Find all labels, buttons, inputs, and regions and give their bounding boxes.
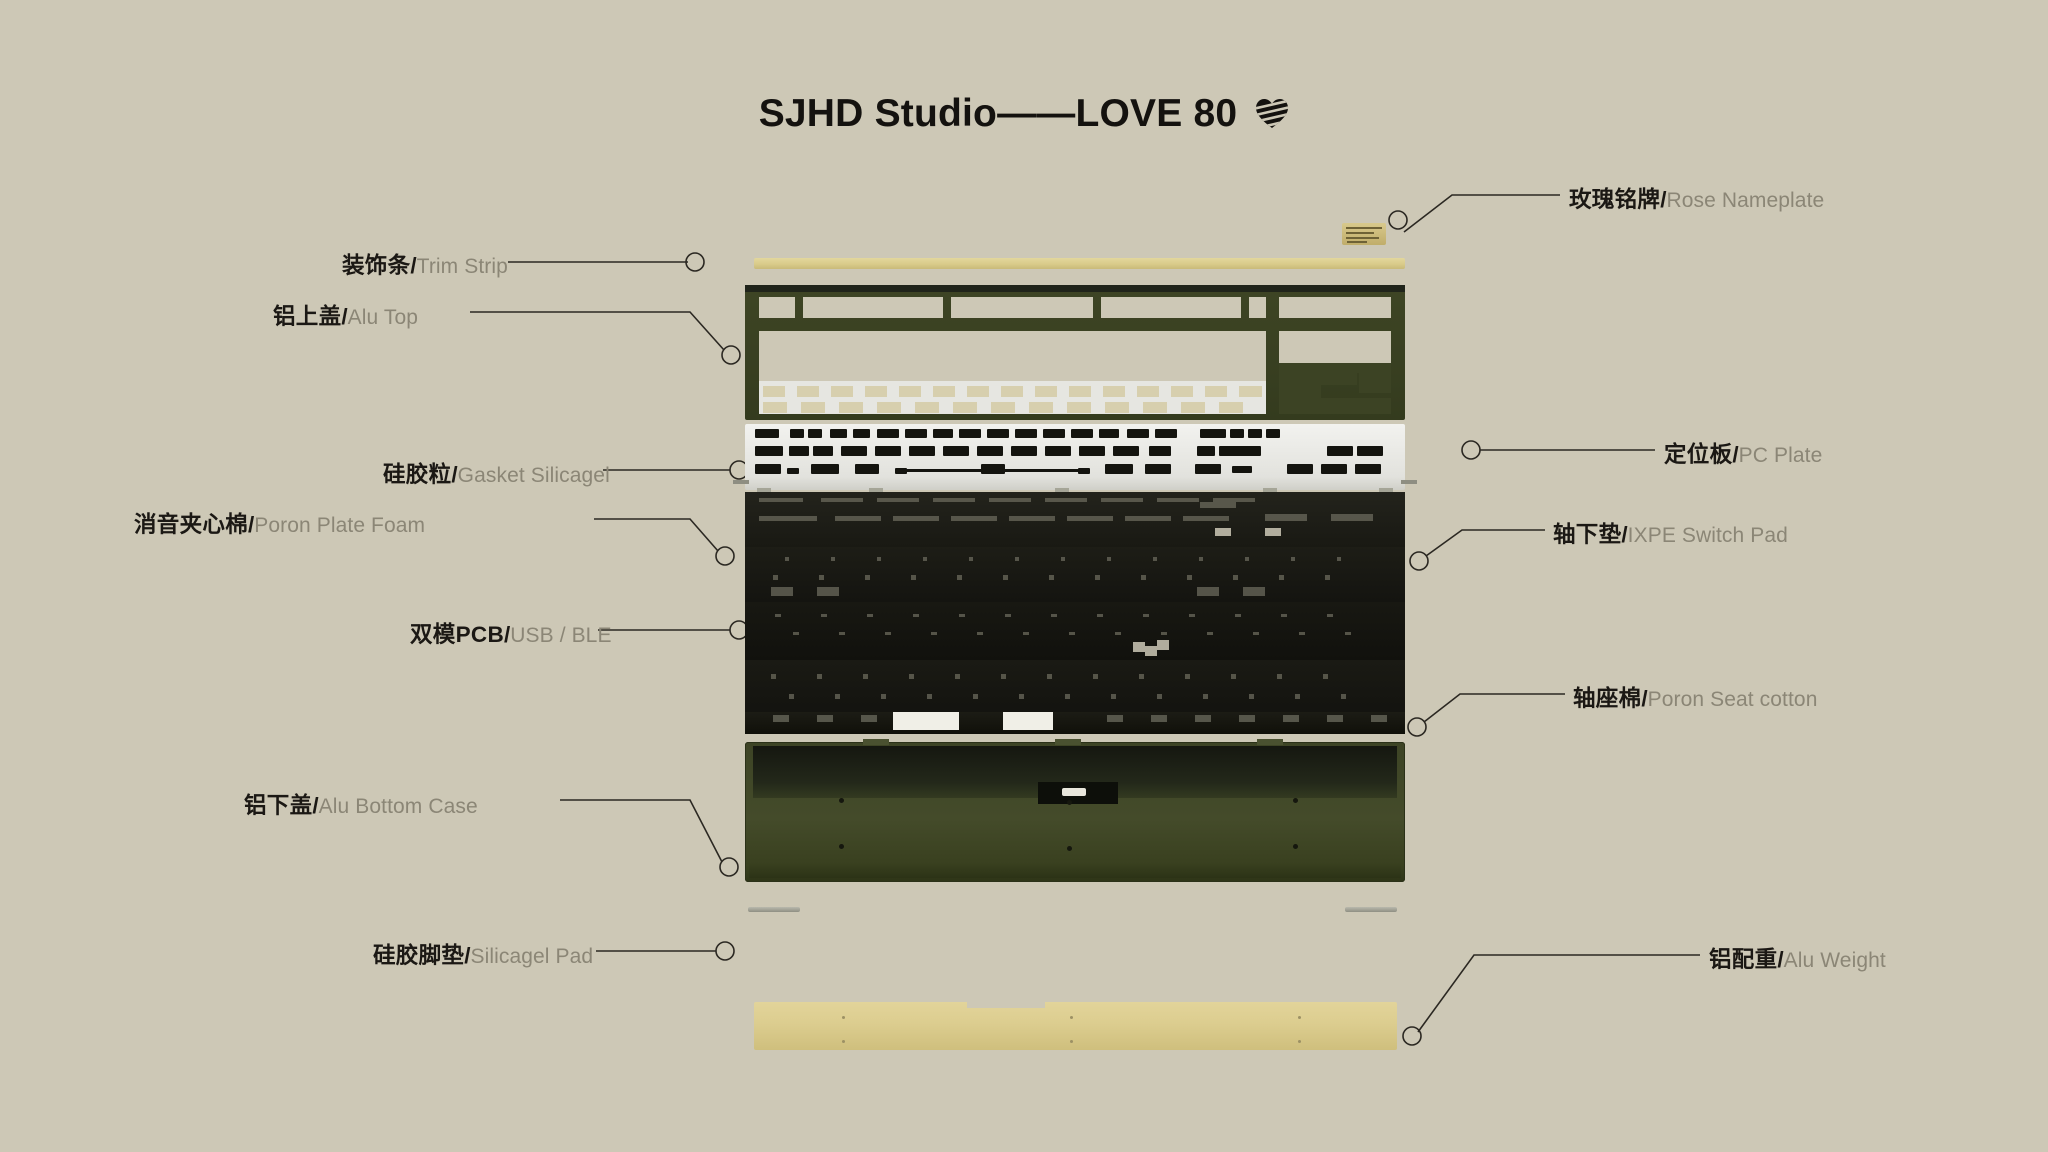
callout-alu-bottom-case[interactable]: 铝下盖 / Alu Bottom Case	[244, 788, 478, 820]
callout-poron-plate-foam[interactable]: 消音夹心棉 / Poron Plate Foam	[134, 507, 425, 539]
keyboard-exploded-stack	[733, 0, 1425, 1152]
callout-cn-label: 轴下垫	[1553, 522, 1622, 547]
callout-en-label: Rose Nameplate	[1666, 189, 1825, 212]
callout-en-label: Poron Plate Foam	[254, 514, 426, 537]
callout-en-label: Trim Strip	[416, 255, 508, 278]
callout-en-label: IXPE Switch Pad	[1627, 524, 1788, 547]
callout-separator: /	[1777, 947, 1784, 972]
callout-rose-nameplate[interactable]: 玫瑰铭牌 / Rose Nameplate	[1569, 182, 1824, 214]
callout-separator: /	[451, 462, 458, 487]
part-poron-seat-cotton[interactable]	[745, 660, 1405, 716]
callout-cn-label: 装饰条	[342, 253, 411, 278]
callout-poron-seat-cotton[interactable]: 轴座棉 / Poron Seat cotton	[1573, 681, 1818, 713]
page-title: SJHD Studio——LOVE 80	[0, 92, 2048, 136]
callout-en-label: Alu Top	[347, 306, 419, 329]
callout-separator: /	[312, 793, 319, 818]
callout-cn-label: 铝配重	[1709, 947, 1778, 972]
part-internal-layers	[745, 492, 1405, 716]
callout-cn-label: 定位板	[1664, 442, 1733, 467]
callout-cn-label: 消音夹心棉	[134, 512, 249, 537]
callout-separator: /	[1621, 522, 1628, 547]
callout-alu-weight[interactable]: 铝配重 / Alu Weight	[1709, 942, 1886, 974]
callout-separator: /	[341, 304, 348, 329]
callout-trim-strip[interactable]: 装饰条 / Trim Strip	[342, 248, 508, 280]
part-pc-plate[interactable]	[733, 424, 1417, 495]
part-alu-top-case[interactable]	[745, 285, 1405, 420]
part-trim-strip[interactable]	[754, 258, 1405, 269]
callout-gasket-silicagel[interactable]: 硅胶粒 / Gasket Silicagel	[383, 457, 610, 489]
title-text: SJHD Studio——LOVE 80	[758, 92, 1238, 135]
part-stack-bottom-edge	[745, 712, 1405, 734]
callout-cn-label: 双模PCB	[410, 622, 505, 647]
part-rose-nameplate[interactable]	[1342, 223, 1386, 245]
callout-alu-top[interactable]: 铝上盖 / Alu Top	[273, 299, 418, 331]
callout-en-label: USB / BLE	[510, 624, 612, 647]
callout-en-label: Alu Weight	[1783, 949, 1886, 972]
part-silicagel-pad-right[interactable]	[1345, 907, 1397, 912]
part-ixpe-switch-pad[interactable]	[745, 492, 1405, 547]
callout-dual-mode-pcb[interactable]: 双模PCB / USB / BLE	[410, 617, 612, 649]
callout-separator: /	[1732, 442, 1739, 467]
part-alu-bottom-case[interactable]	[745, 739, 1405, 882]
callout-en-label: Gasket Silicagel	[457, 464, 610, 487]
callout-separator: /	[1660, 187, 1667, 212]
callout-cn-label: 玫瑰铭牌	[1569, 187, 1661, 212]
part-silicagel-pad-left[interactable]	[748, 907, 800, 912]
callout-silicagel-pad[interactable]: 硅胶脚垫 / Silicagel Pad	[373, 938, 593, 970]
callout-cn-label: 轴座棉	[1573, 686, 1642, 711]
part-alu-weight[interactable]	[754, 1002, 1397, 1050]
callout-en-label: Silicagel Pad	[470, 945, 594, 968]
callout-separator: /	[1641, 686, 1648, 711]
callout-en-label: Alu Bottom Case	[318, 795, 478, 818]
callout-pc-plate[interactable]: 定位板 / PC Plate	[1664, 437, 1822, 469]
callout-ixpe-switch-pad[interactable]: 轴下垫 / IXPE Switch Pad	[1553, 517, 1788, 549]
callout-cn-label: 硅胶脚垫	[373, 943, 465, 968]
part-dual-mode-pcb[interactable]	[745, 602, 1405, 660]
callout-separator: /	[248, 512, 255, 537]
callout-en-label: PC Plate	[1738, 444, 1823, 467]
callout-cn-label: 铝上盖	[273, 304, 342, 329]
callout-separator: /	[504, 622, 511, 647]
callout-en-label: Poron Seat cotton	[1647, 688, 1818, 711]
callout-separator: /	[410, 253, 417, 278]
callout-separator: /	[464, 943, 471, 968]
striped-heart-icon	[1255, 98, 1289, 130]
part-poron-plate-foam[interactable]	[745, 547, 1405, 602]
callout-cn-label: 硅胶粒	[383, 462, 452, 487]
callout-cn-label: 铝下盖	[244, 793, 313, 818]
